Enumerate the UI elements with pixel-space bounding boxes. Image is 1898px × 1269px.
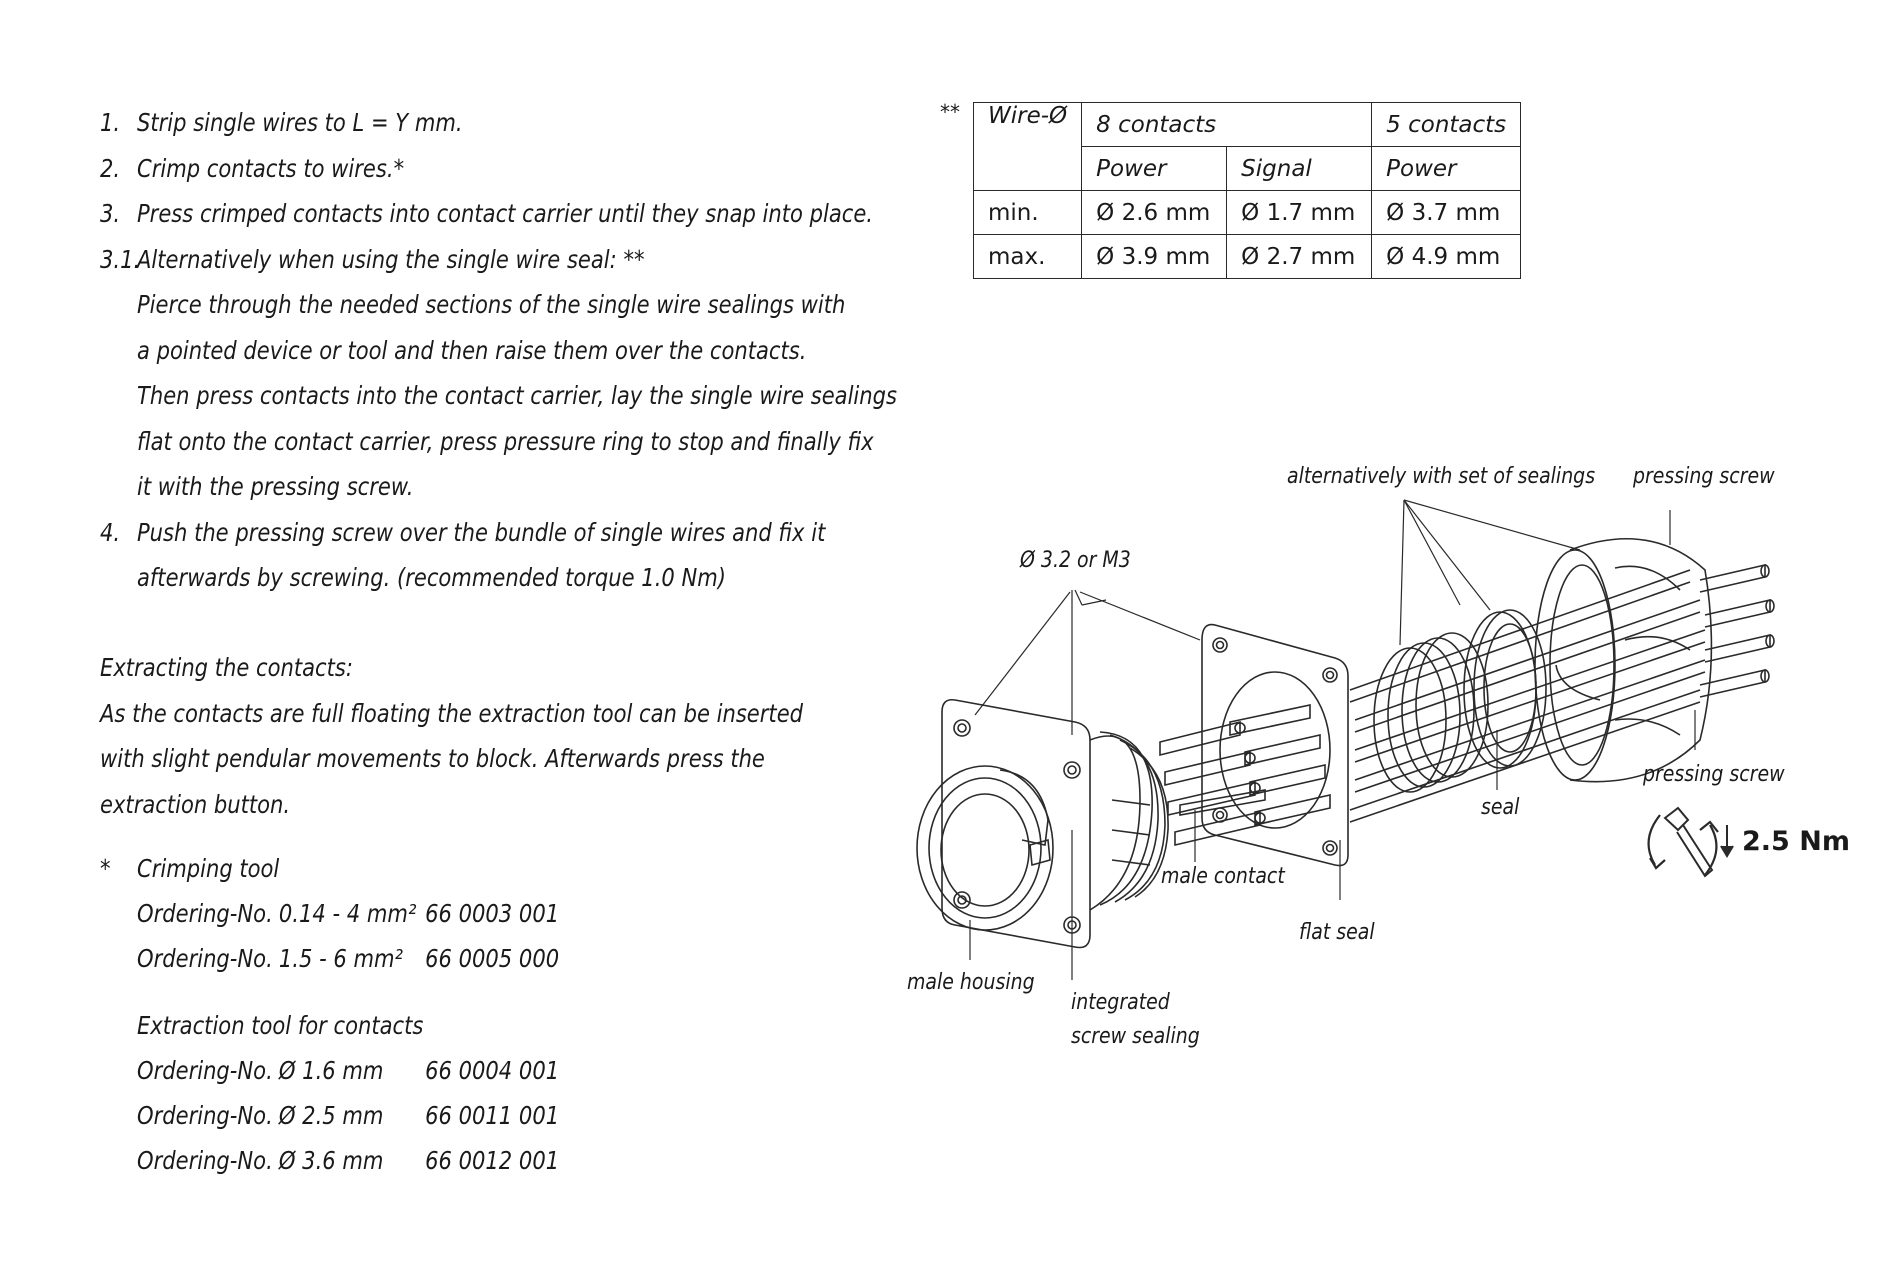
table-row: min. Ø 2.6 mm Ø 1.7 mm Ø 3.7 mm [972,190,1522,235]
step-4-line: afterwards by screwing. (recommended tor… [136,563,727,592]
step-3-1: 3.1. Alternatively when using the single… [100,244,645,274]
label-alternative-sealings: alternatively with set of sealings [1287,464,1596,489]
wire-ends [1699,563,1775,698]
step-3-1-line: a pointed device or tool and then raise … [136,335,807,365]
step-4: 4. Push the pressing screw over the bund… [100,517,826,547]
label-seal: seal [1481,795,1520,820]
assembly-instructions: 1. Strip single wires to L = Y mm. 2. Cr… [100,100,898,601]
contact-carrier [1373,632,1489,793]
torque-arrow-icon [1720,825,1734,858]
rotation-arrows-icon [1647,814,1719,876]
tool-row: Ordering-No. Ø 2.5 mm 66 0011 001 [136,1101,560,1130]
crimping-title: Crimping tool [136,854,280,883]
label-screw-sealing: screw sealing [1071,1024,1200,1049]
table-row: max. Ø 3.9 mm Ø 2.7 mm Ø 4.9 mm [972,234,1522,279]
integrated-screw-sealing [1089,731,1169,911]
subheader-power: Power [1371,146,1522,191]
extraction-title: Extraction tool for contacts [136,1011,424,1040]
label-male-contact: male contact [1161,864,1285,889]
label-flat-seal: flat seal [1299,920,1375,945]
wrench-icon [1663,806,1714,878]
subheader-power: Power [1081,146,1228,191]
tool-row: Ordering-No. 1.5 - 6 mm² 66 0005 000 [136,944,560,973]
header-wire-diameter: Wire-Ø [972,102,1083,191]
label-integrated: integrated [1071,990,1170,1015]
crimping-title-row: * Crimping tool [100,846,559,891]
label-pressing-screw-top: pressing screw [1633,464,1775,489]
step-1: 1. Strip single wires to L = Y mm. [100,108,463,137]
extraction-title-row: Extraction tool for contacts [100,1003,559,1048]
step-3-1-line: flat onto the contact carrier, press pre… [136,426,874,456]
wire-diameter-table: Wire-Ø 8 contacts 5 contacts Power Signa… [972,102,1522,279]
male-contacts [1159,704,1331,847]
extracting-section: Extracting the contacts: As the contacts… [100,645,803,827]
label-torque: 2.5 Nm [1742,826,1850,857]
wire-bundle [1349,569,1706,823]
extracting-heading: Extracting the contacts: [100,653,353,682]
step-3-1-line: Pierce through the needed sections of th… [136,290,846,319]
extracting-line: with slight pendular movements to block.… [100,744,765,773]
footnote-marker: * [100,854,111,883]
label-hole-diameter: Ø 3.2 or M3 [1020,548,1131,573]
tool-row: Ordering-No. 0.14 - 4 mm² 66 0003 001 [136,899,560,928]
label-pressing-screw-bottom: pressing screw [1643,762,1785,787]
table-footnote-marker: ** [940,100,960,124]
flat-seal [1201,623,1349,867]
extracting-line: extraction button. [100,789,291,819]
male-housing [916,698,1091,949]
tools-section: * Crimping tool Ordering-No. 0.14 - 4 mm… [100,846,559,1183]
step-3-1-line: Then press contacts into the contact car… [136,381,898,410]
label-male-housing: male housing [907,970,1035,995]
tool-row: Ordering-No. Ø 3.6 mm 66 0012 001 [136,1146,560,1175]
pressing-screw [1534,537,1713,783]
extracting-line: As the contacts are full floating the ex… [100,698,804,728]
leader-lines [969,499,1696,980]
step-3: 3. Press crimped contacts into contact c… [100,199,874,228]
step-2: 2. Crimp contacts to wires.* [100,153,405,183]
step-3-1-line: it with the pressing screw. [136,472,414,501]
tool-row: Ordering-No. Ø 1.6 mm 66 0004 001 [136,1056,560,1085]
